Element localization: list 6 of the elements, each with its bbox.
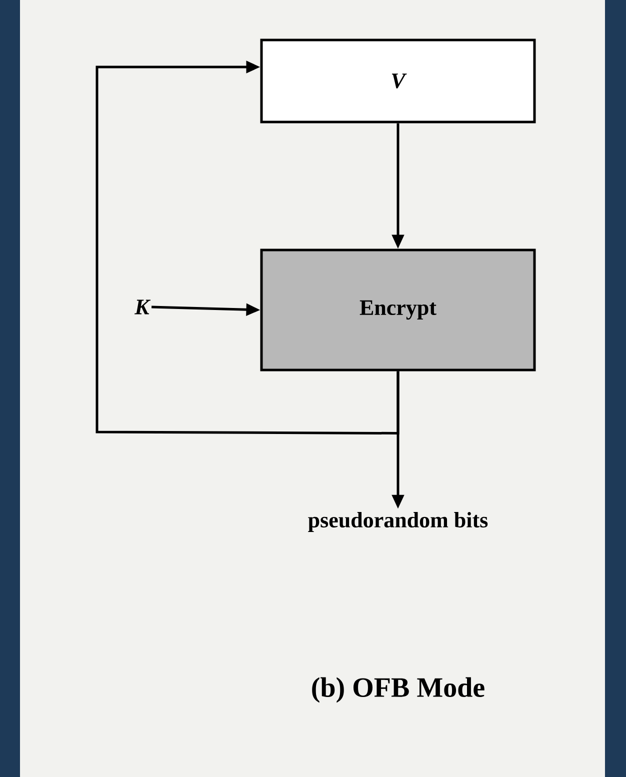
input-box: V (260, 38, 536, 124)
output-label: pseudorandom bits (308, 512, 488, 532)
caption: (b) OFB Mode (312, 677, 484, 703)
encrypt-box: Encrypt (260, 248, 536, 372)
arrow (96, 60, 400, 435)
key-label: K (134, 300, 151, 314)
